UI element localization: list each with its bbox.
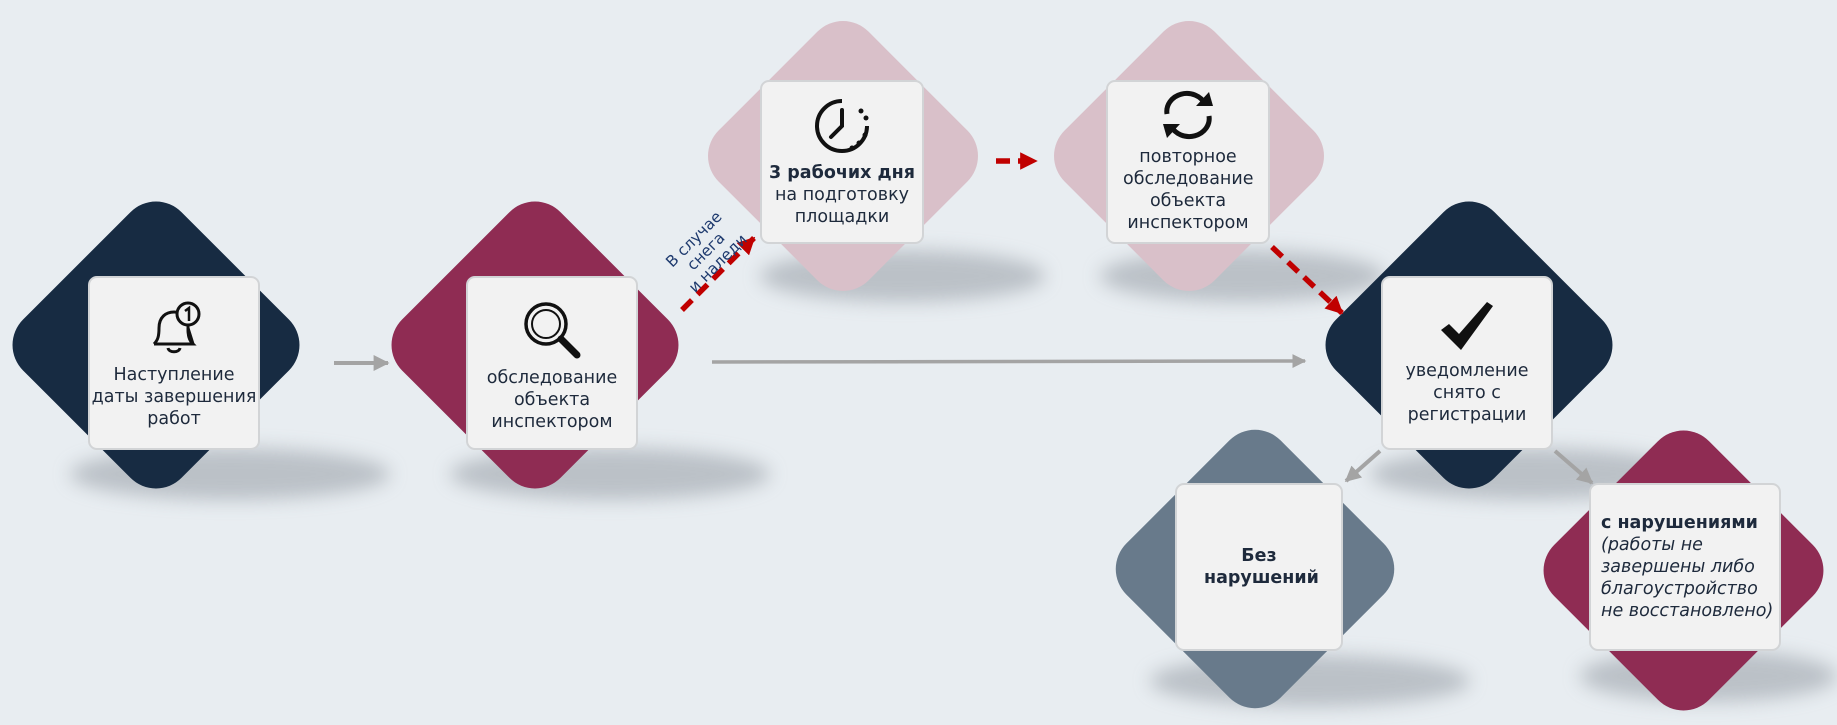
inspection-label: обследование объекта инспектором [486,368,618,432]
card-no-violations: Без нарушений [1175,483,1343,651]
no-violations-label: Без нарушений [1204,546,1319,588]
card-removed: уведомление снято с регистрации [1381,276,1553,450]
card-inspection: обследование объекта инспектором [466,276,638,450]
reinspection-label: повторное обследование объекта инспектор… [1123,147,1254,233]
arrow-removed-to-with-violations [1553,449,1594,485]
bell-notification-icon [144,300,204,358]
with-violations-note: (работы не завершены либо благоустройств… [1601,535,1774,621]
refresh-icon [1153,90,1223,140]
arrow-inspection-to-removed [711,354,1307,369]
removed-label: уведомление снято с регистрации [1405,361,1529,425]
dashed-arrow-inspection-to-prep [680,236,756,312]
clock-timer-icon [812,96,872,156]
prep-label: на подготовку площадки [774,185,910,227]
arrow-removed-to-no-violations [1344,449,1382,483]
magnifier-icon [521,299,583,361]
with-violations-title: с нарушениями [1601,513,1758,533]
card-reinspection: повторное обследование объекта инспектор… [1106,80,1270,244]
dashed-arrow-reinspection-to-removed [1270,244,1344,316]
card-with-violations: с нарушениями (работы не завершены либо … [1589,483,1781,651]
start-label: Наступление даты завершения работ [91,365,257,429]
checkmark-icon [1439,300,1495,354]
card-prep: 3 рабочих дня на подготовку площадки [760,80,924,244]
card-start: Наступление даты завершения работ [88,276,260,450]
prep-duration: 3 рабочих дня [769,163,915,183]
